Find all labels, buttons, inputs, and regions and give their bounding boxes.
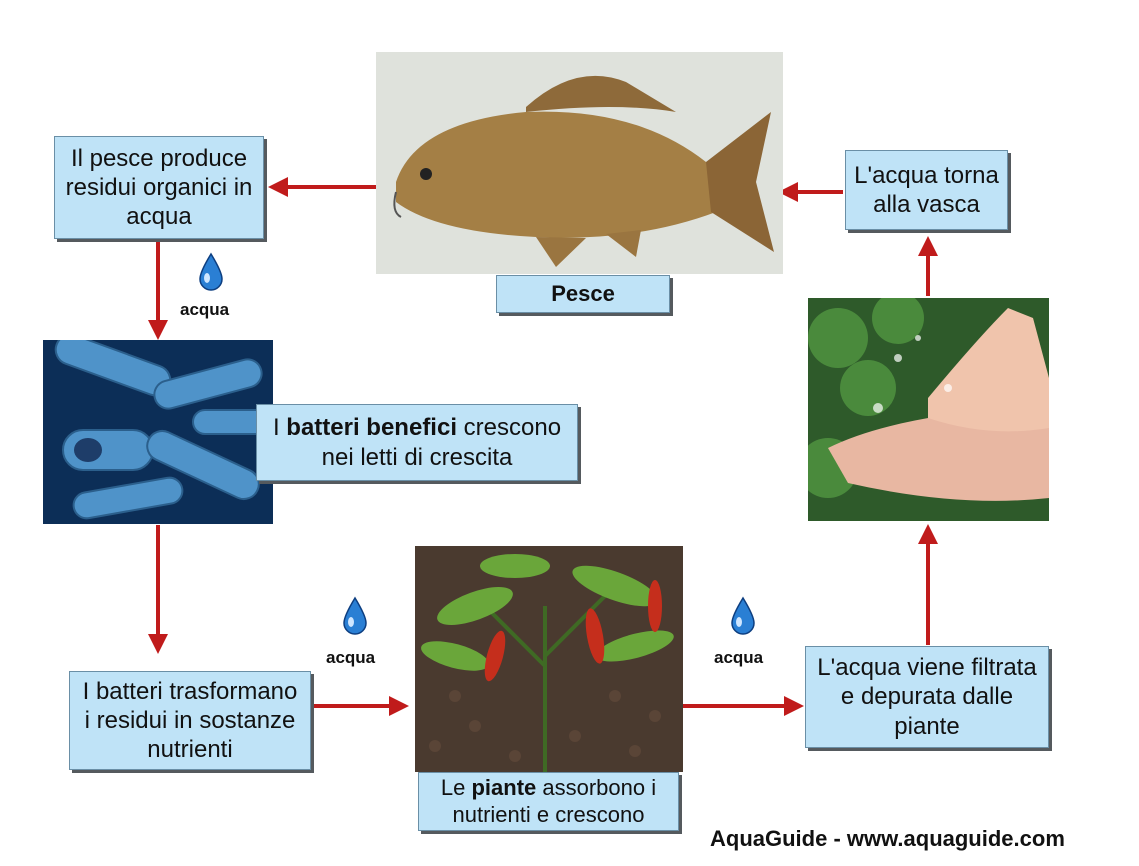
filtered-box: L'acqua viene filtrata e depurata dalle … — [805, 646, 1049, 748]
water-drop-icon — [728, 596, 758, 636]
water-label: acqua — [714, 648, 763, 668]
water-drop-icon — [340, 596, 370, 636]
filtered-text: L'acqua viene filtrata e depurata dalle … — [814, 653, 1040, 741]
plants-text: Le piante assorbono i nutrienti e cresco… — [425, 775, 672, 829]
bacteria-text: I batteri benefici crescono nei letti di… — [267, 413, 567, 472]
water-label: acqua — [326, 648, 375, 668]
water-drop-icon — [196, 252, 226, 292]
bacteria-box: I batteri benefici crescono nei letti di… — [256, 404, 578, 481]
fish-label-text: Pesce — [551, 281, 615, 308]
fish-image — [376, 52, 783, 274]
hands-water-image — [808, 298, 1049, 521]
returns-box: L'acqua torna alla vasca — [845, 150, 1008, 230]
transform-box: I batteri trasformano i residui in sosta… — [69, 671, 311, 770]
plants-box: Le piante assorbono i nutrienti e cresco… — [418, 772, 679, 831]
bacteria-image — [43, 340, 273, 524]
footer-credit: AquaGuide - www.aquaguide.com — [710, 826, 1065, 852]
returns-text: L'acqua torna alla vasca — [852, 161, 1001, 220]
water-label: acqua — [180, 300, 229, 320]
fish-waste-box: Il pesce produce residui organici in acq… — [54, 136, 264, 239]
plants-image — [415, 546, 683, 772]
fish-waste-text: Il pesce produce residui organici in acq… — [63, 144, 255, 232]
fish-label: Pesce — [496, 275, 670, 313]
transform-text: I batteri trasformano i residui in sosta… — [78, 677, 302, 765]
